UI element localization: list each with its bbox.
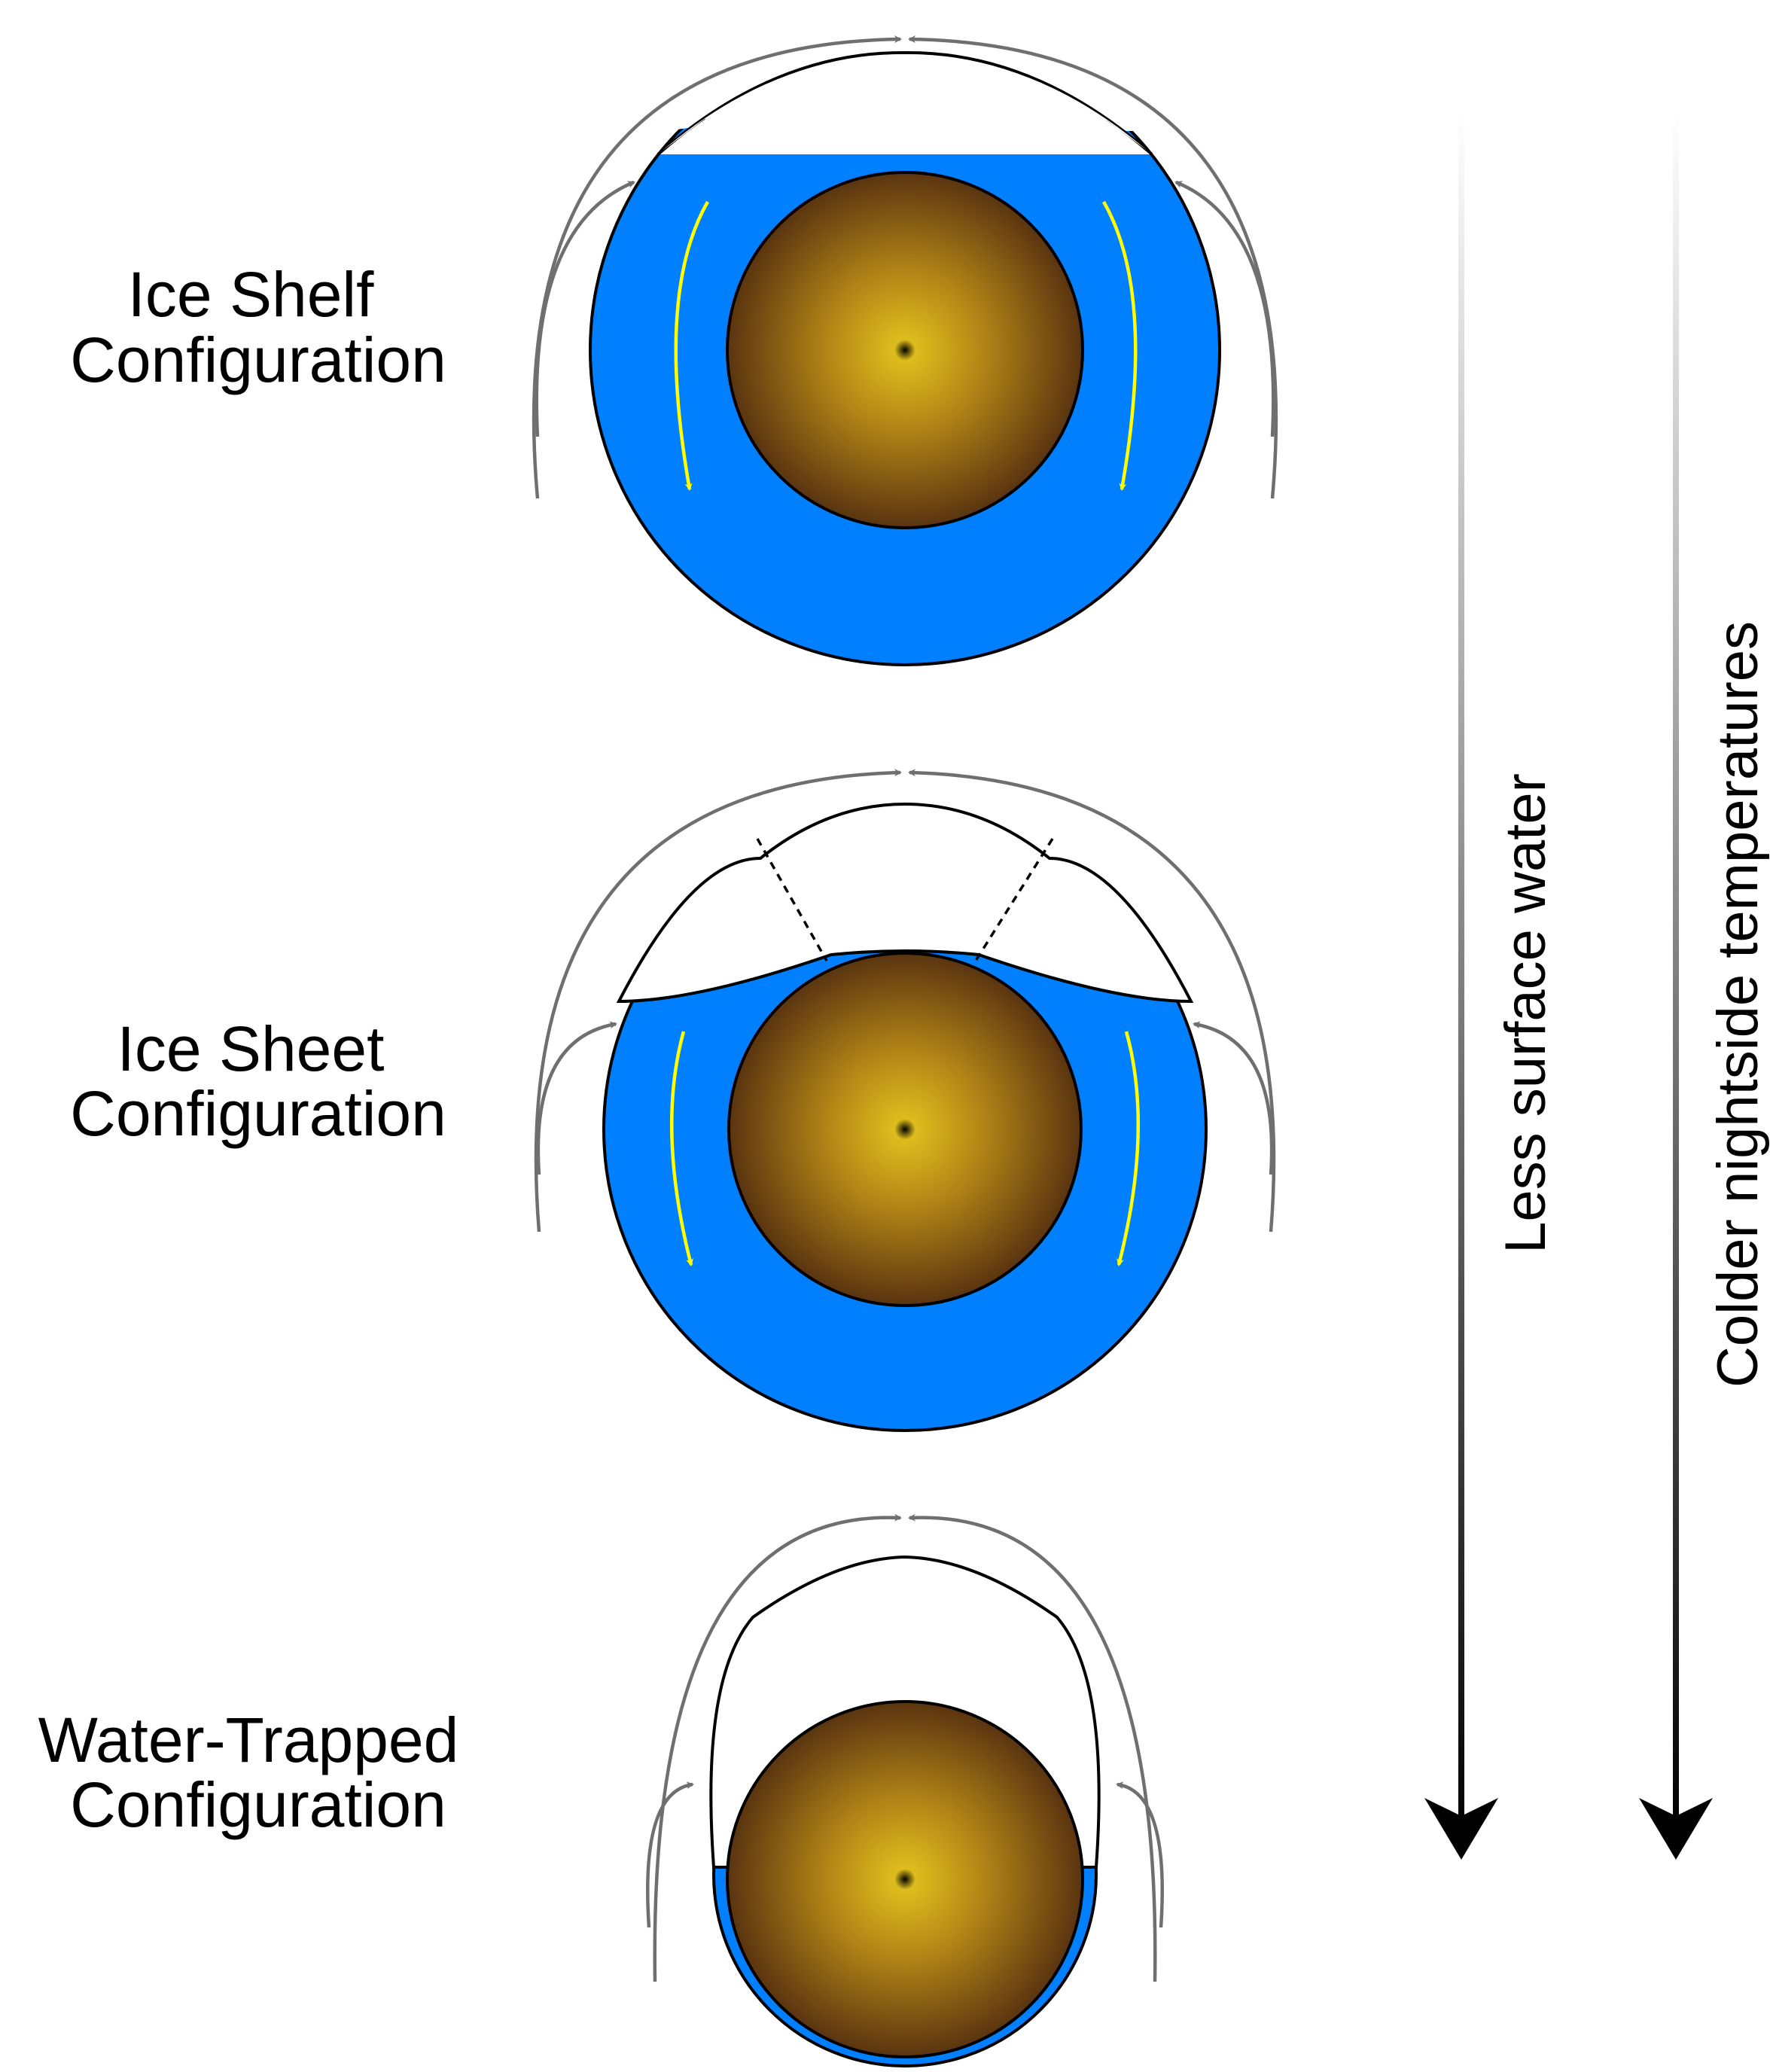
airflow-outer-right-arrow bbox=[908, 35, 1278, 499]
trend-arrow-shaft bbox=[1673, 111, 1679, 1836]
airflow-inner-left-arrow bbox=[646, 1781, 694, 1928]
airflow-outer-left-arrow bbox=[534, 769, 902, 1233]
config-label-line2: Configuration bbox=[70, 1769, 446, 1840]
trend-arrow-label: Less surface water bbox=[1494, 773, 1558, 1254]
ice-margin-dashed-left bbox=[756, 838, 828, 961]
ocean-current-right-arrow bbox=[1102, 200, 1138, 491]
trend-arrow-shaft bbox=[1458, 111, 1464, 1836]
airflow-inner-right-arrow bbox=[1174, 180, 1275, 437]
trend-arrow-nightside-temperature: Colder nightside temperatures bbox=[1639, 111, 1770, 1860]
ice-sheet-configuration: Ice Sheet Configuration bbox=[70, 769, 1276, 1432]
trend-arrow-head bbox=[1424, 1798, 1498, 1860]
airflow-outer-left-arrow bbox=[532, 35, 902, 499]
planet-core-dot bbox=[894, 340, 915, 361]
ocean-current-left-arrow bbox=[669, 1031, 693, 1266]
ocean-current-left-arrow bbox=[674, 200, 709, 491]
ice-shelf-fill bbox=[663, 54, 1147, 151]
trend-arrow-label: Colder nightside temperatures bbox=[1706, 621, 1770, 1388]
planet-core-dot bbox=[894, 1869, 915, 1890]
config-label-line2: Configuration bbox=[70, 325, 446, 395]
planet-core-dot bbox=[894, 1119, 915, 1140]
airflow-outer-left-arrow bbox=[653, 1513, 902, 1982]
ocean-current-right-arrow bbox=[1117, 1031, 1141, 1266]
config-label-line1: Ice Sheet bbox=[117, 1013, 385, 1084]
airflow-inner-left-arrow bbox=[535, 180, 635, 437]
trend-arrow-head bbox=[1639, 1798, 1713, 1860]
config-label-line2: Configuration bbox=[70, 1078, 446, 1149]
airflow-inner-left-arrow bbox=[536, 1021, 617, 1175]
airflow-inner-right-arrow bbox=[1193, 1021, 1274, 1175]
airflow-inner-right-arrow bbox=[1116, 1781, 1164, 1928]
water-trapped-configuration: Water-Trapped Configuration bbox=[38, 1513, 1164, 2067]
ice-margin-dashed-right bbox=[974, 838, 1054, 961]
airflow-outer-right-arrow bbox=[908, 1513, 1157, 1982]
trend-arrow-surface-water: Less surface water bbox=[1424, 111, 1558, 1860]
config-label-line1: Water-Trapped bbox=[38, 1705, 459, 1775]
airflow-outer-right-arrow bbox=[908, 769, 1276, 1233]
ice-shelf-configuration: Ice Shelf Configuration bbox=[70, 20, 1278, 666]
config-label-line1: Ice Shelf bbox=[128, 259, 375, 330]
ice-sheet-cap bbox=[616, 802, 1194, 1004]
